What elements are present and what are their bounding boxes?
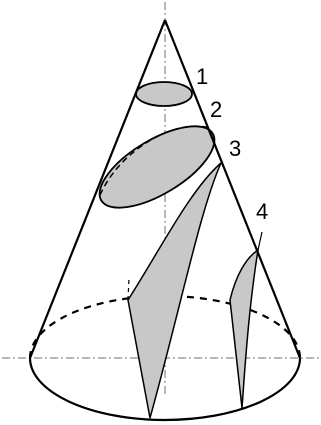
section-3-parabola <box>127 162 222 419</box>
section-2-back-edge <box>99 125 211 196</box>
base-front-edge <box>28 357 302 422</box>
label-1: 1 <box>196 64 208 89</box>
cone-left-side <box>28 19 167 359</box>
label-3: 3 <box>229 136 241 161</box>
section-4-top-marker <box>257 231 263 251</box>
section-1-back-edge <box>135 81 193 95</box>
section-4-hyperbola <box>229 248 260 409</box>
section-3-hidden-edge <box>127 277 130 301</box>
label-4: 4 <box>256 199 268 224</box>
section-2-ellipse <box>98 125 216 209</box>
cone-right-side <box>163 19 302 359</box>
label-2: 2 <box>210 97 222 122</box>
